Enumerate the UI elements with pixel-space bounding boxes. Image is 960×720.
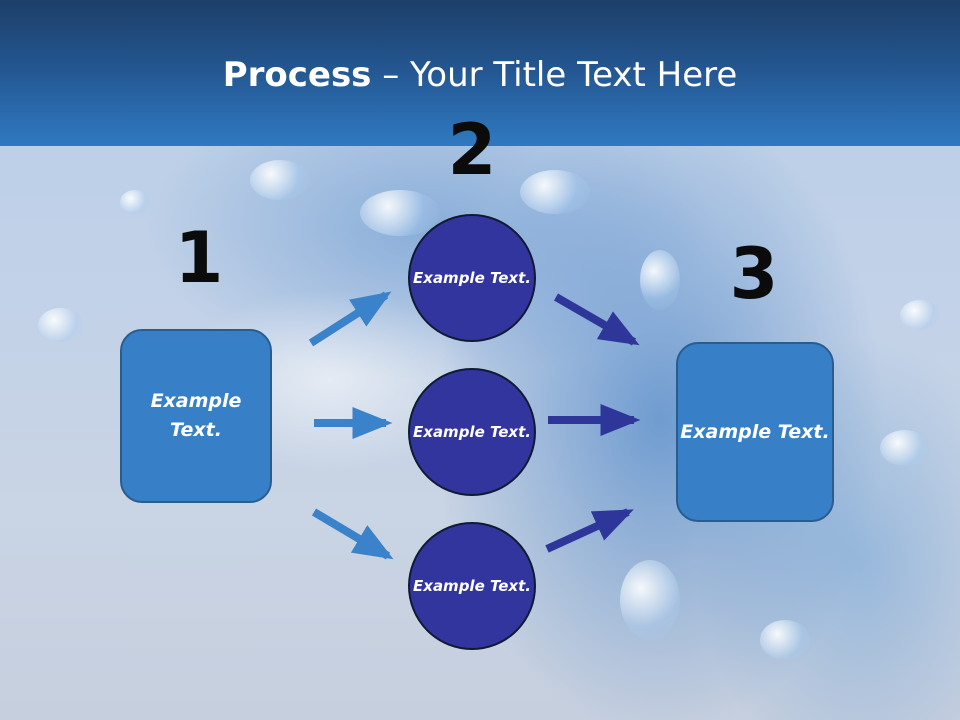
process-box-step-1-text: Example Text. xyxy=(150,390,242,441)
process-circle-middle-text: Example Text. xyxy=(413,422,531,441)
process-circle-middle: Example Text. xyxy=(408,368,536,496)
header-band xyxy=(0,0,960,146)
water-bubble-decoration xyxy=(900,300,940,330)
water-bubble-decoration xyxy=(880,430,930,466)
water-bubble-decoration xyxy=(640,250,680,310)
step-number-3: 3 xyxy=(729,233,779,315)
arrow-circle-top-to-box3 xyxy=(554,293,640,346)
slide-title: Process – Your Title Text Here xyxy=(0,50,960,100)
process-circle-bottom-text: Example Text. xyxy=(413,576,531,595)
arrow-circle-bottom-to-box3 xyxy=(545,508,634,553)
process-circle-bottom: Example Text. xyxy=(408,522,536,650)
process-circle-top-text: Example Text. xyxy=(413,268,531,287)
step-number-1: 1 xyxy=(174,217,224,299)
step-number-2: 2 xyxy=(447,109,497,191)
water-bubble-decoration xyxy=(360,190,440,236)
water-bubble-decoration xyxy=(38,308,84,342)
process-box-step-1: Example Text. xyxy=(120,329,272,503)
process-box-step-3: Example Text. xyxy=(676,342,834,522)
slide-title-rest: – Your Title Text Here xyxy=(371,55,738,95)
arrow-box1-to-circle-bottom xyxy=(311,508,394,560)
process-circle-top: Example Text. xyxy=(408,214,536,342)
arrow-box1-to-circle-top xyxy=(308,291,392,347)
water-bubble-decoration xyxy=(620,560,680,640)
water-bubble-decoration xyxy=(120,190,150,214)
process-box-step-3-text: Example Text. xyxy=(680,420,830,443)
water-bubble-decoration xyxy=(250,160,310,200)
water-bubble-decoration xyxy=(760,620,810,660)
slide-title-bold: Process xyxy=(222,55,372,95)
water-bubble-decoration xyxy=(520,170,590,214)
